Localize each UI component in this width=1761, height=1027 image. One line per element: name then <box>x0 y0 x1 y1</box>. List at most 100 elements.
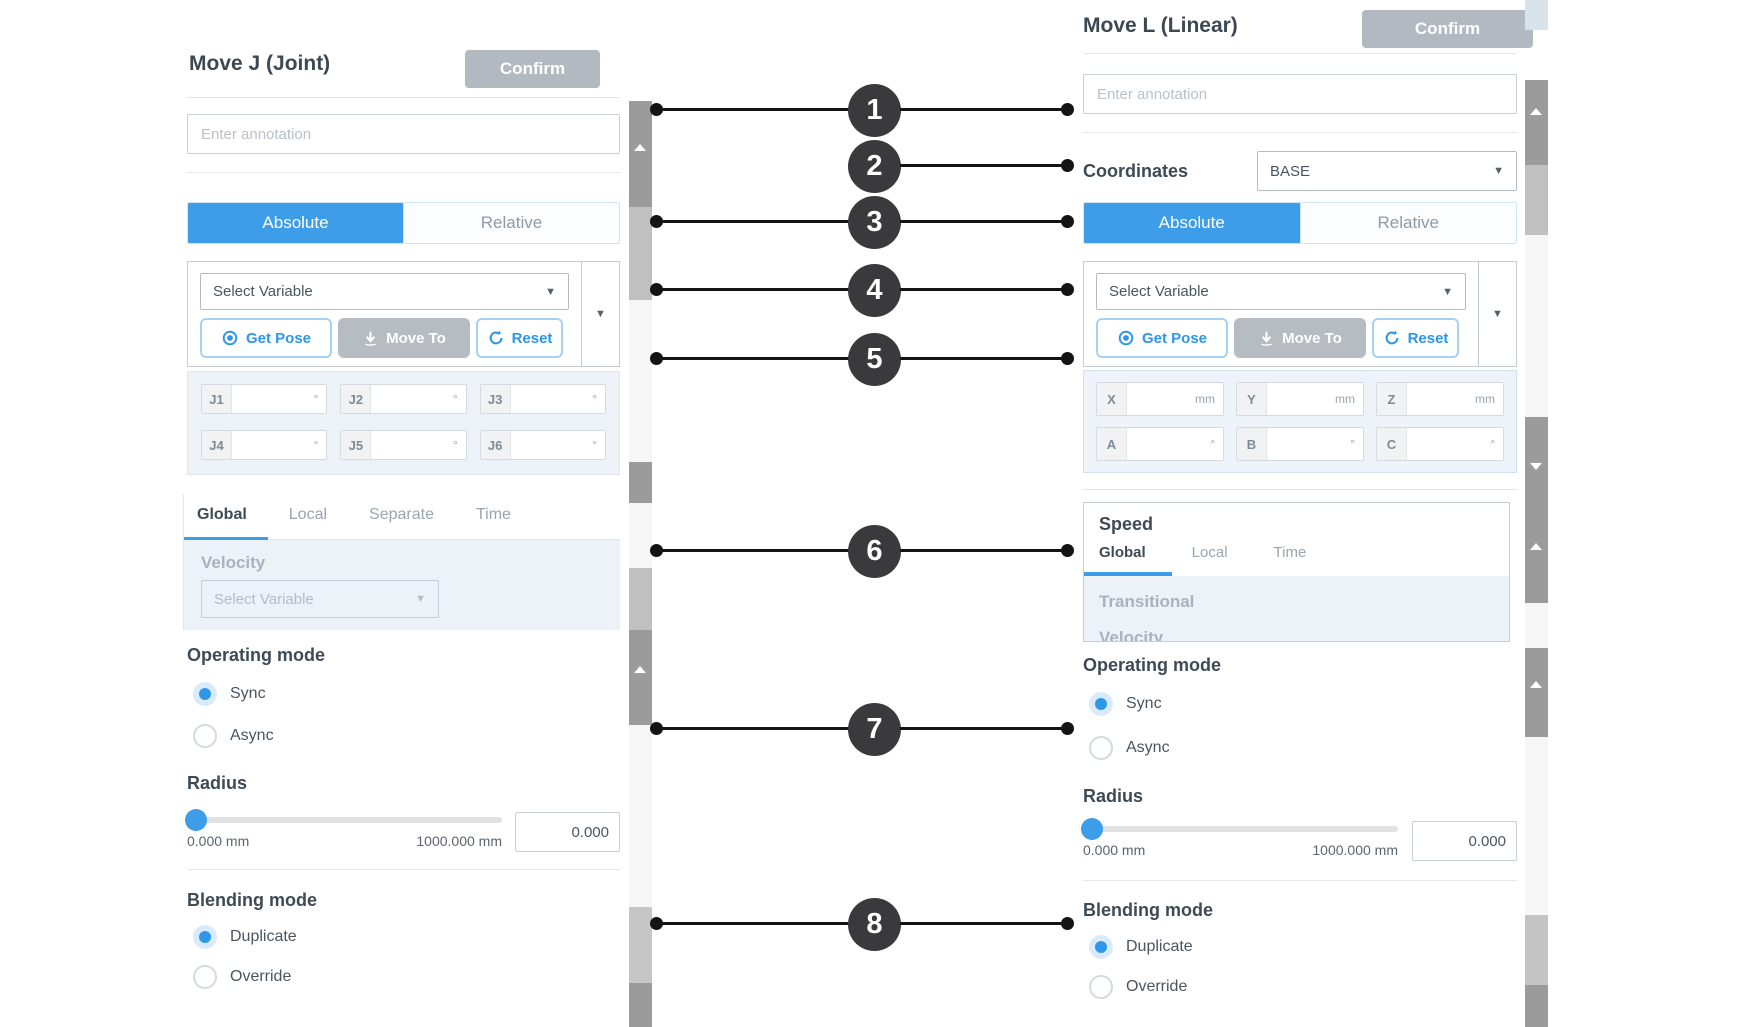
field-label: A <box>1097 428 1127 460</box>
tab-absolute[interactable]: Absolute <box>188 203 403 243</box>
divider <box>187 97 620 98</box>
reset-button[interactable]: Reset <box>1372 318 1459 358</box>
tab-relative[interactable]: Relative <box>1299 203 1516 243</box>
speed-title: Speed <box>1099 514 1154 534</box>
divider <box>1083 880 1517 881</box>
field-label: X <box>1097 383 1127 415</box>
connector-line <box>900 215 1074 228</box>
radius-value-input[interactable] <box>515 812 620 852</box>
rotation-field-b[interactable]: B° <box>1236 427 1364 461</box>
active-tab-underline <box>1084 572 1172 576</box>
variable-group-expander[interactable]: ▼ <box>1478 262 1516 366</box>
tab-absolute[interactable]: Absolute <box>1084 203 1300 243</box>
rotation-field-c[interactable]: C° <box>1376 427 1504 461</box>
joint-field-j5[interactable]: J5° <box>340 430 467 460</box>
confirm-button[interactable]: Confirm <box>465 50 600 88</box>
move-to-button[interactable]: Move To <box>338 318 470 358</box>
radio-sync[interactable]: Sync <box>193 681 266 707</box>
radio-selected-icon <box>193 682 217 706</box>
slider-track[interactable] <box>1081 818 1398 840</box>
scrollbar-thumb[interactable] <box>1525 417 1548 603</box>
speed-tab-separate[interactable]: Separate <box>369 506 434 523</box>
joint-field-j4[interactable]: J4° <box>201 430 328 460</box>
scroll-up-icon <box>1530 543 1542 550</box>
slider-thumb[interactable] <box>1081 818 1103 840</box>
reset-button[interactable]: Reset <box>476 318 563 358</box>
scrollbar-track <box>1525 737 1548 915</box>
scrollbar-thumb[interactable] <box>629 907 652 983</box>
joint-field-j1[interactable]: J1° <box>201 384 328 414</box>
move-to-button[interactable]: Move To <box>1234 318 1366 358</box>
velocity-select-value: Select Variable <box>214 590 314 608</box>
connector-line <box>900 917 1074 930</box>
callout-1: 1 <box>650 84 1074 137</box>
speed-tab-local[interactable]: Local <box>1191 544 1228 561</box>
joint-field-j2[interactable]: J2° <box>340 384 467 414</box>
slider-track[interactable] <box>185 809 502 831</box>
field-unit: ° <box>313 438 319 452</box>
field-label: J2 <box>341 385 372 413</box>
operating-mode-label: Operating mode <box>1083 655 1222 675</box>
speed-tab-global[interactable]: Global <box>197 506 247 523</box>
radio-duplicate[interactable]: Duplicate <box>193 924 297 950</box>
radio-async[interactable]: Async <box>193 723 274 749</box>
callout-5: 5 <box>650 333 1074 386</box>
scrollbar-thumb[interactable] <box>629 462 652 503</box>
velocity-select[interactable]: Select Variable ▼ <box>201 580 439 618</box>
field-unit: ° <box>1210 437 1215 451</box>
get-pose-button[interactable]: Get Pose <box>1096 318 1228 358</box>
slider-thumb[interactable] <box>185 809 207 831</box>
scrollbar-thumb[interactable] <box>1525 648 1548 737</box>
annotation-input[interactable] <box>187 114 620 154</box>
radio-selected-icon <box>193 925 217 949</box>
scroll-down-icon <box>1530 463 1542 470</box>
radio-selected-icon <box>1089 935 1113 959</box>
speed-tab-time[interactable]: Time <box>475 506 511 523</box>
tab-relative[interactable]: Relative <box>403 203 619 243</box>
field-unit: ° <box>452 438 458 452</box>
scrollbar-thumb[interactable] <box>629 207 652 300</box>
speed-tab-strip: Global Local Separate Time <box>183 494 620 541</box>
variable-select[interactable]: Select Variable ▼ <box>200 273 569 310</box>
radius-max-label: 1000.000 mm <box>1312 842 1398 858</box>
radius-min-label: 0.000 mm <box>1083 842 1146 858</box>
coordinates-select[interactable]: BASE ▼ <box>1257 151 1517 191</box>
radio-override[interactable]: Override <box>1089 974 1187 1000</box>
variable-group-expander[interactable]: ▼ <box>581 262 619 366</box>
scrollbar-thumb[interactable] <box>629 568 652 630</box>
scrollbar-thumb[interactable] <box>629 983 652 1027</box>
move-to-label: Move To <box>386 329 446 347</box>
rotation-field-a[interactable]: A° <box>1096 427 1224 461</box>
speed-tab-time[interactable]: Time <box>1273 544 1307 561</box>
get-pose-button[interactable]: Get Pose <box>200 318 332 358</box>
speed-tab-global[interactable]: Global <box>1099 544 1146 561</box>
speed-tab-local[interactable]: Local <box>288 506 328 523</box>
scroll-up-icon <box>1530 681 1542 688</box>
radio-sync[interactable]: Sync <box>1089 691 1162 717</box>
scroll-up-icon <box>1530 108 1542 115</box>
radio-async[interactable]: Async <box>1089 735 1170 761</box>
scrollbar-thumb[interactable] <box>1525 80 1548 165</box>
radio-override[interactable]: Override <box>193 964 291 990</box>
annotation-input[interactable] <box>1083 74 1517 114</box>
variable-select[interactable]: Select Variable ▼ <box>1096 273 1466 310</box>
divider <box>1083 53 1517 54</box>
scrollbar-thumb[interactable] <box>1525 915 1548 985</box>
field-unit: mm <box>1195 392 1215 406</box>
page-title: Move J (Joint) <box>189 52 331 75</box>
radius-value-input[interactable] <box>1412 821 1517 861</box>
scrollbar-thumb[interactable] <box>629 630 652 725</box>
callout-6: 6 <box>650 525 1074 578</box>
scrollbar-thumb[interactable] <box>629 101 652 207</box>
joint-field-j3[interactable]: J3° <box>479 384 606 414</box>
movel-panel: Move L (Linear) Confirm Coordinates BASE… <box>1081 0 1533 1027</box>
callout-circle: 2 <box>848 140 901 193</box>
scrollbar-thumb[interactable] <box>1525 165 1548 235</box>
confirm-button[interactable]: Confirm <box>1362 10 1533 48</box>
scrollbar-thumb[interactable] <box>1525 985 1548 1027</box>
radio-duplicate[interactable]: Duplicate <box>1089 934 1193 960</box>
joint-field-j6[interactable]: J6° <box>479 430 606 460</box>
